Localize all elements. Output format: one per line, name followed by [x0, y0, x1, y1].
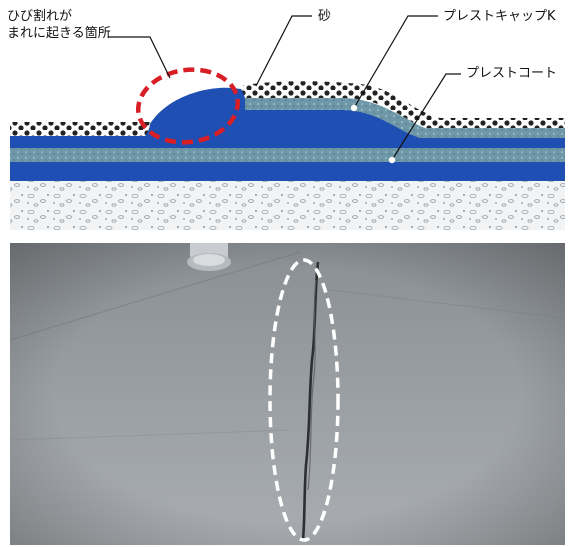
cap-label: プレストキャップK — [443, 9, 556, 24]
joint-line — [329, 289, 566, 319]
crack-leader-line — [108, 36, 171, 79]
cap-leader-line — [353, 15, 438, 109]
coat-leader-dot — [388, 156, 396, 164]
joint-line — [9, 251, 301, 341]
crack-label-line2: まれに起きる箇所 — [7, 26, 111, 41]
roof-photo — [9, 243, 566, 545]
sand-layer-left — [10, 122, 150, 136]
joint-line — [9, 429, 291, 441]
crack-line-secondary — [307, 279, 317, 491]
photo-crack-marker — [268, 258, 340, 542]
cap-leader-dot — [350, 104, 358, 112]
crack-area-marker — [135, 67, 241, 145]
crack-label-line1: ひび割れが — [7, 9, 73, 24]
sand-label: 砂 — [318, 9, 332, 24]
photo-vignette — [10, 243, 565, 545]
coat-leader-line — [391, 73, 461, 161]
coat-base-band — [10, 162, 565, 181]
inner-sheet-strip — [155, 148, 370, 162]
substrate-layer — [10, 180, 565, 230]
coat-label: プレストコート — [466, 66, 558, 81]
sand-leader-line — [255, 15, 312, 87]
cross-section — [10, 15, 565, 230]
sand-layer-raised — [240, 81, 565, 128]
roof-drain — [187, 243, 231, 271]
